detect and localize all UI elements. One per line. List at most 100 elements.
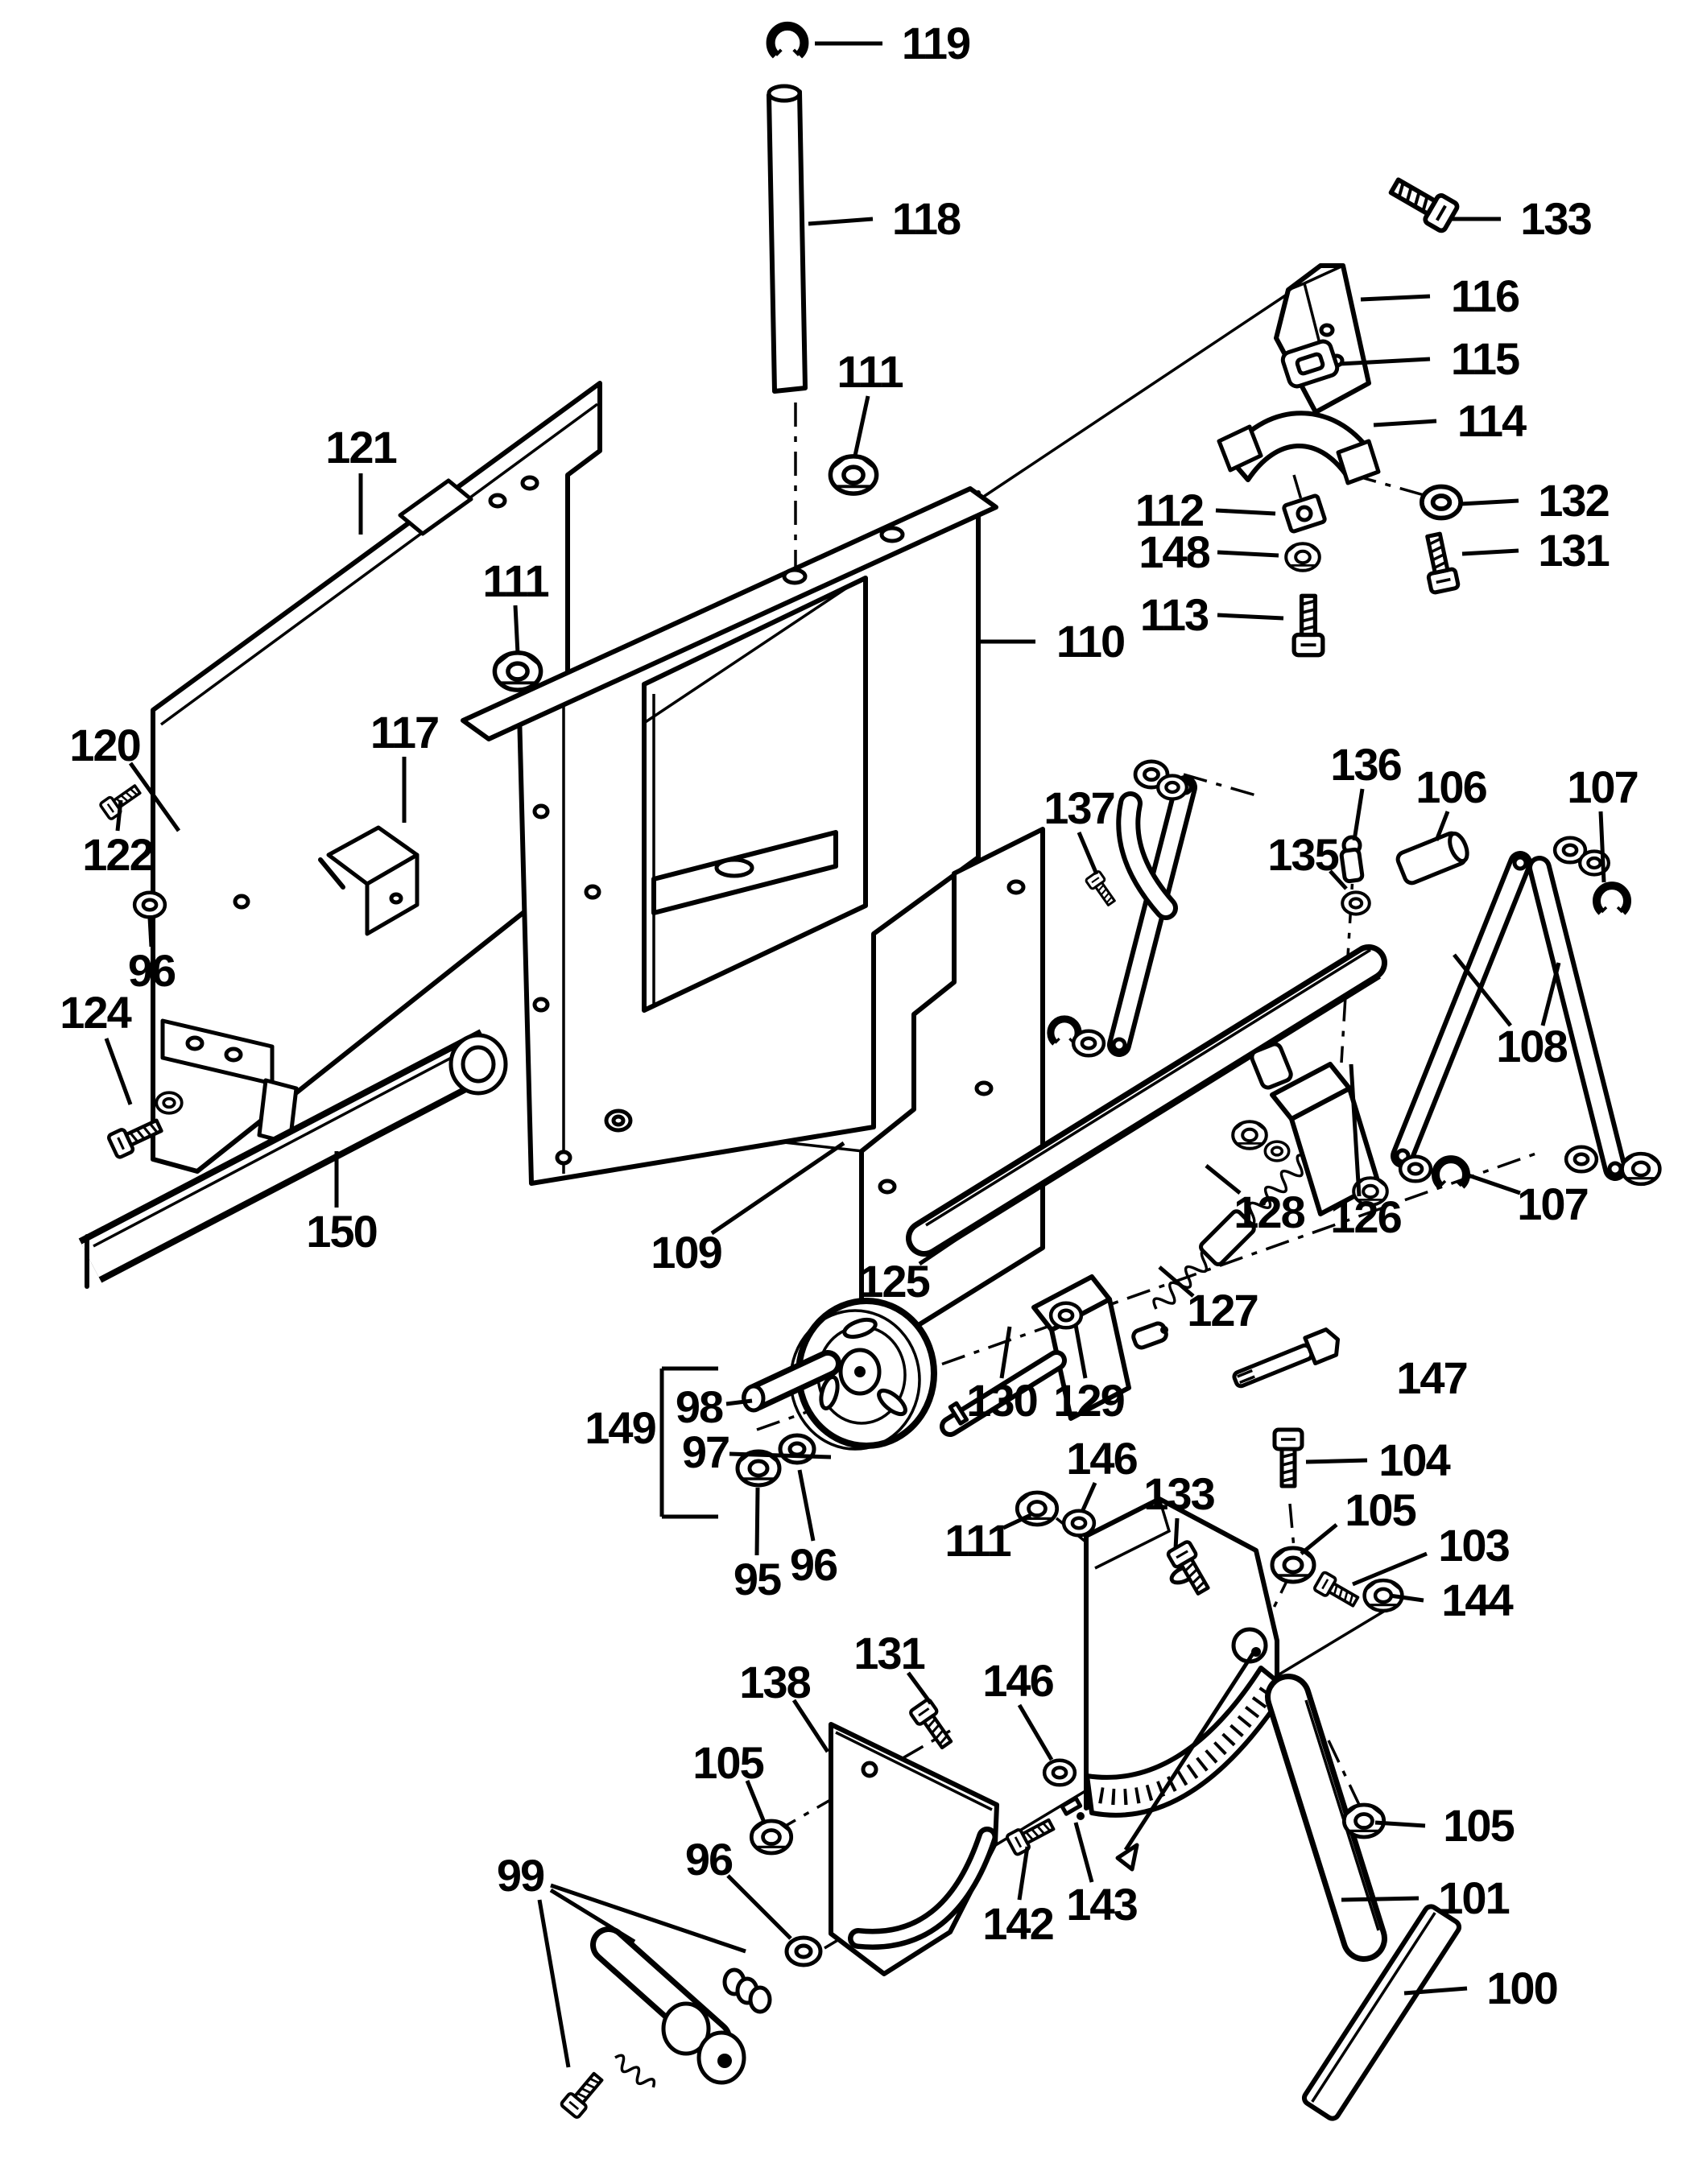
leader-line-107 [1463, 1171, 1521, 1195]
panel-109 [859, 827, 1045, 1363]
part-label-105-56: 105 [1443, 1800, 1515, 1851]
link-right-front [1391, 851, 1532, 1168]
part-label-104-41: 104 [1378, 1435, 1450, 1485]
shaft-130 [940, 1350, 1067, 1437]
leader-line-144 [1389, 1593, 1424, 1603]
bolt-147 [1232, 1327, 1341, 1389]
part-label-100-58: 100 [1486, 1963, 1558, 2013]
leader-line-125 [918, 1221, 981, 1266]
stiffener-channel [651, 830, 838, 915]
leader-line-107 [1598, 811, 1606, 883]
part-label-132-7: 132 [1538, 475, 1610, 526]
leader-line-115 [1339, 357, 1431, 366]
part-label-138-49: 138 [739, 1657, 811, 1707]
part-label-96-47: 96 [789, 1539, 838, 1590]
part-label-111-13: 111 [482, 555, 549, 606]
leader-line-111 [513, 605, 520, 654]
leader-line-109 [710, 1141, 845, 1236]
part-label-115-4: 115 [1450, 333, 1520, 384]
arm-150 [78, 1029, 508, 1289]
part-label-116-3: 116 [1450, 270, 1520, 321]
clamp-114 [1217, 411, 1381, 485]
part-label-105-51: 105 [692, 1737, 764, 1788]
part-label-111-11: 111 [837, 346, 903, 397]
part-label-149-36: 149 [585, 1402, 656, 1453]
leader-line-111 [1002, 1513, 1032, 1530]
leader-line-99 [550, 1883, 746, 1954]
part-label-136-21: 136 [1330, 739, 1402, 790]
leader-line-142 [1017, 1846, 1030, 1901]
part-label-111-42: 111 [944, 1515, 1011, 1566]
part-label-107-26: 107 [1517, 1179, 1589, 1229]
leader-line-111 [853, 395, 870, 456]
leader-line-120 [128, 762, 181, 832]
leader-line-98 [725, 1398, 753, 1406]
leader-line-132 [1460, 498, 1519, 506]
leader-line-146 [1080, 1481, 1097, 1513]
strip-100 [1301, 1904, 1462, 2121]
part-label-143-55: 143 [1066, 1879, 1138, 1930]
link-right-rear [1527, 856, 1627, 1181]
leader-line-105 [745, 1780, 767, 1825]
part-label-129-34: 129 [1053, 1375, 1125, 1426]
leader-line-124 [104, 1038, 133, 1105]
part-label-108-25: 108 [1496, 1021, 1568, 1071]
part-label-97-38: 97 [681, 1426, 730, 1477]
leader-line-148 [1217, 550, 1279, 558]
part-label-114-5: 114 [1457, 395, 1527, 446]
part-label-121-12: 121 [325, 422, 397, 473]
lead-screw-128 [1152, 1137, 1325, 1310]
leader-line-101 [1341, 1896, 1420, 1902]
degree-scale-arc [1085, 1666, 1289, 1818]
pin-127 [1131, 1321, 1168, 1350]
leader-line-113 [1217, 613, 1284, 621]
leader-line-104 [1305, 1458, 1368, 1464]
rod-118 [767, 84, 808, 394]
part-label-110-14: 110 [1056, 616, 1126, 667]
leader-line-131 [1461, 548, 1519, 556]
leader-line-105 [1374, 1820, 1426, 1828]
part-label-146-50: 146 [982, 1655, 1054, 1706]
leader-line-137 [1077, 832, 1099, 875]
rail-125 [906, 944, 1387, 1257]
part-label-146-39: 146 [1066, 1433, 1138, 1484]
leader-line-127 [1158, 1265, 1195, 1298]
part-label-113-10: 113 [1139, 589, 1209, 640]
part-label-144-45: 144 [1441, 1575, 1513, 1625]
leader-line-126 [1349, 1063, 1362, 1197]
part-label-99-53: 99 [496, 1850, 545, 1901]
part-label-101-57: 101 [1438, 1872, 1510, 1923]
leader-line-96 [797, 1469, 816, 1542]
part-label-96-52: 96 [684, 1834, 734, 1885]
leader-line-97 [729, 1451, 832, 1459]
leader-line-133 [1173, 1517, 1180, 1550]
part-label-117-15: 117 [370, 707, 440, 758]
part-label-126-28: 126 [1330, 1191, 1402, 1242]
leader-line-96 [147, 917, 154, 948]
part-label-147-35: 147 [1396, 1352, 1468, 1403]
panel-110-top-flange [461, 486, 998, 741]
yoke-129 [1031, 1274, 1131, 1421]
part-label-106-22: 106 [1415, 762, 1487, 812]
part-label-96-18: 96 [127, 945, 176, 996]
part-label-125-29: 125 [858, 1256, 930, 1307]
leader-line-118 [808, 217, 874, 226]
leader-line-129 [1073, 1324, 1088, 1379]
pin-136 [1339, 835, 1365, 884]
leader-line-114 [1373, 419, 1437, 427]
bracket-117 [318, 825, 419, 936]
part-label-131-9: 131 [1538, 525, 1610, 576]
part-label-103-44: 103 [1438, 1520, 1510, 1571]
leader-line-96 [726, 1874, 792, 1940]
leader-line-103 [1352, 1551, 1428, 1587]
part-label-118-1: 118 [891, 193, 961, 244]
leader-line-105 [1300, 1523, 1338, 1555]
part-label-150-31: 150 [306, 1206, 378, 1257]
part-label-133-40: 133 [1143, 1468, 1215, 1519]
part-label-98-37: 98 [675, 1381, 724, 1432]
part-label-128-27: 128 [1234, 1187, 1305, 1237]
knob-assembly-99 [590, 1926, 772, 2088]
